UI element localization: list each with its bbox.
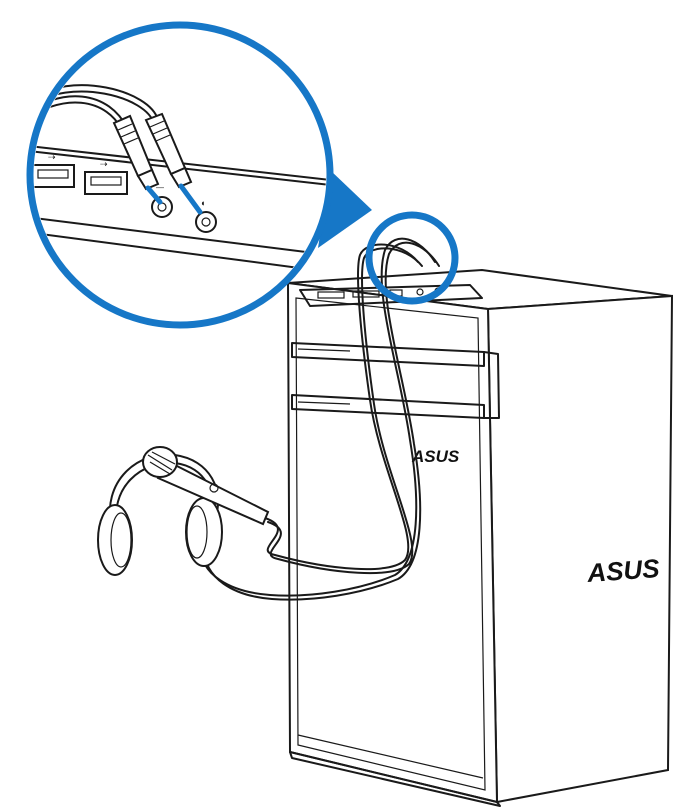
drive-bay-upper (291, 342, 485, 367)
microphone-switch (209, 483, 219, 493)
front-brand-logo: ASUS (411, 447, 460, 466)
headphone-jack: ◖ (195, 198, 217, 233)
highlight-circle-small (365, 211, 459, 305)
usb-port-top-2 (352, 290, 380, 298)
mic-jack-small (416, 288, 424, 296)
microphone-plug (112, 114, 163, 205)
audio-cables (199, 237, 440, 601)
usb-port-top-1 (317, 291, 345, 299)
usb-port-2: ⇢ (84, 159, 128, 195)
usb-port-1: ⇢ (34, 152, 75, 188)
ear-cup-left (97, 504, 133, 576)
ear-cup-right (185, 497, 223, 567)
microphone-jack-icon: — (156, 183, 164, 192)
headphone-jack-icon: ◖ (200, 198, 205, 208)
usb-icon: ⇢ (100, 159, 108, 169)
microphone (142, 446, 270, 526)
side-brand-logo: ASUS (585, 553, 661, 588)
zoom-callout: ⇢ ⇢ — ◖ (26, 21, 459, 329)
zoomed-front-panel: ⇢ ⇢ — ◖ (34, 84, 326, 273)
pc-tower: ASUS ASUS (286, 268, 674, 807)
callout-ring (26, 21, 334, 329)
headphone-plug (144, 112, 203, 215)
usb-icon: ⇢ (48, 152, 56, 162)
